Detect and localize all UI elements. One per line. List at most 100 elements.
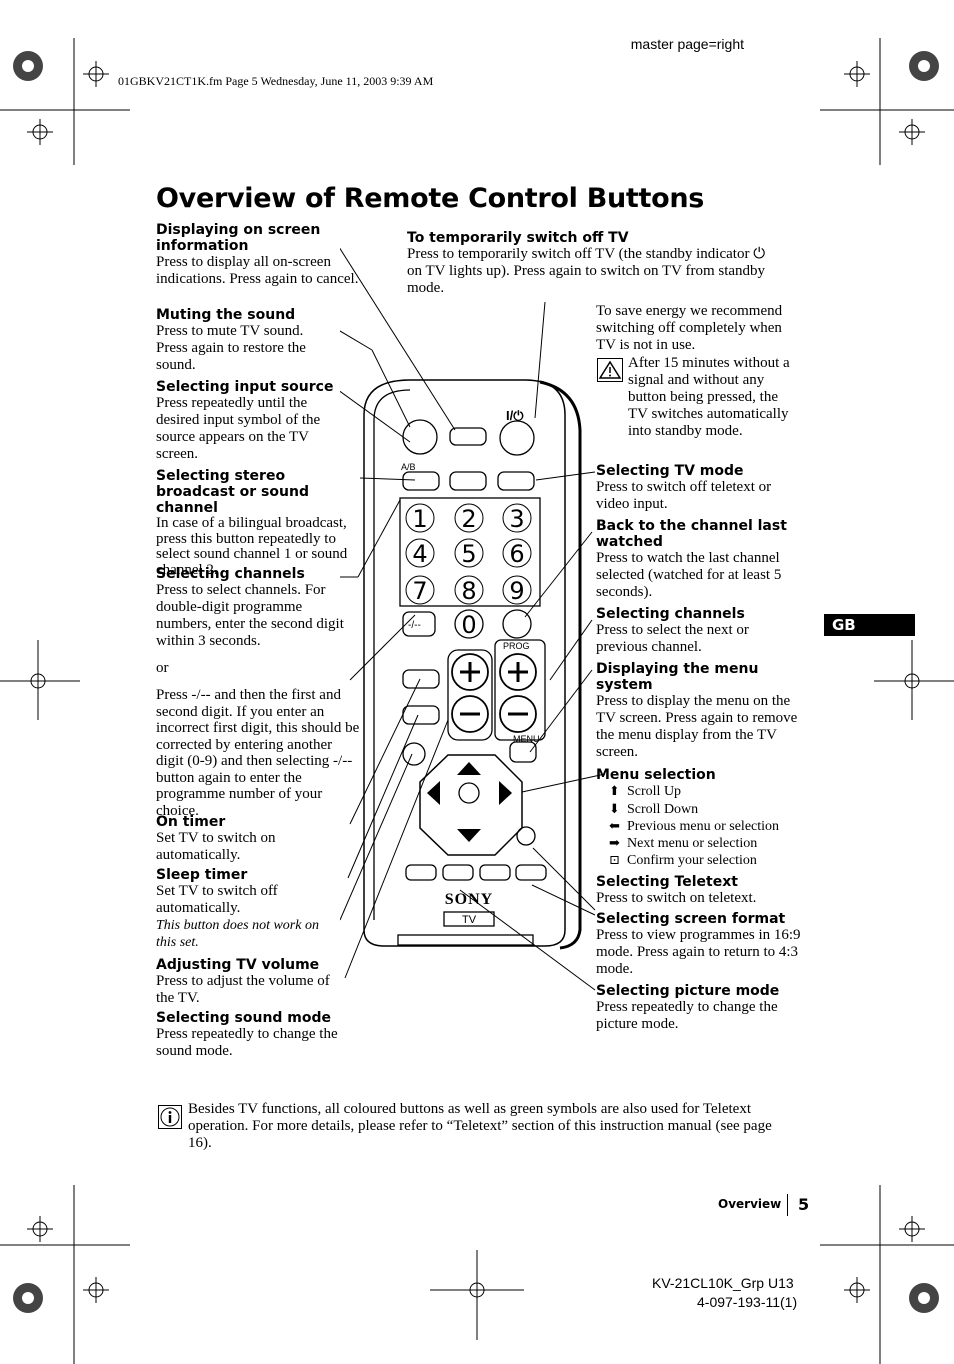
color-green-button: [442, 864, 474, 881]
section-title: On timer: [156, 814, 226, 830]
section-sleep: Sleep timer Set TV to switch off automat…: [156, 867, 341, 951]
section-title: Selecting Teletext: [596, 874, 738, 890]
section-body: Press to view programmes in 16:9 mode. P…: [596, 927, 801, 977]
menu-legend-confirm: ⊡Confirm your selection: [609, 852, 757, 868]
section-body: Press repeatedly until the desired input…: [156, 395, 321, 462]
digit-3: 3: [509, 505, 524, 533]
target-tl: [83, 61, 109, 87]
digit-7: 7: [412, 577, 427, 605]
standby-icon: ⏻: [753, 246, 766, 262]
digit-0: 0: [461, 611, 476, 639]
footer-model: KV-21CL10K_Grp U13: [652, 1275, 794, 1291]
ab-label: A/B: [401, 462, 416, 472]
nav-up-arrow: [457, 762, 481, 775]
section-body: Press repeatedly to change the picture m…: [596, 999, 778, 1032]
warning-triangle-icon: [597, 358, 623, 382]
page-number: 5: [798, 1195, 810, 1214]
menu-button: [509, 741, 537, 763]
dash-label: -/--: [408, 620, 421, 631]
section-body: Press to select the next or previous cha…: [596, 622, 749, 655]
footer-section-label: Overview: [718, 1197, 782, 1211]
nav-down-arrow: [457, 829, 481, 842]
nav-right-arrow: [499, 781, 512, 805]
section-title: To temporarily switch off TV: [407, 230, 629, 246]
section-title: Muting the sound: [156, 307, 296, 323]
brand-logo: SONY: [445, 891, 493, 908]
nav-left-arrow: [427, 781, 440, 805]
prog-label: PROG: [503, 641, 530, 651]
sleep-timer-button: [402, 705, 440, 725]
section-standby: To temporarily switch off TV Press to te…: [407, 230, 772, 297]
section-body: Press to temporarily switch off TV (the …: [407, 246, 766, 296]
digit-1: 1: [412, 505, 427, 533]
screen-format-small-button: [402, 742, 426, 766]
section-input: Selecting input source Press repeatedly …: [156, 379, 346, 463]
info-note: Besides TV functions, all coloured butto…: [188, 1101, 788, 1152]
section-title: Selecting screen format: [596, 911, 786, 927]
arrow-left-icon: ⬅: [609, 818, 620, 833]
display-info-button: [449, 427, 487, 446]
section-menu-display: Displaying the menu system Press to disp…: [596, 661, 801, 761]
digit-6: 6: [509, 540, 524, 568]
standby-symbol: I/⏻: [506, 408, 524, 423]
footer-code: 4-097-193-11(1): [697, 1294, 798, 1310]
section-warning: After 15 minutes without a signal and wi…: [628, 355, 798, 440]
remote-control-illustration: 1 2 3 4 5 6 7 8 9 0 A/B -/-- PROG MENU T…: [340, 247, 606, 991]
section-teletext: Selecting Teletext Press to switch on te…: [596, 874, 801, 907]
section-title: Adjusting TV volume: [156, 957, 320, 973]
section-body: Press to display all on-screen indicatio…: [156, 254, 359, 287]
color-red-button: [405, 864, 437, 881]
master-page-label: master page=right: [630, 36, 744, 52]
section-stereo: Selecting stereo broadcast or sound chan…: [156, 468, 361, 579]
warning-body: After 15 minutes without a signal and wi…: [628, 355, 790, 439]
digit-4: 4: [412, 540, 427, 568]
ab-button: [402, 471, 440, 491]
section-title: Selecting channels: [156, 566, 305, 582]
tv-label: TV: [462, 914, 477, 926]
section-body: Press to display the menu on the TV scre…: [596, 693, 798, 760]
menu-legend-up: ⬆Scroll Up: [609, 783, 682, 799]
dash-button: [402, 611, 436, 637]
section-title: Displaying the menu system: [596, 661, 759, 693]
section-sel-channels: Selecting channels Press to select the n…: [596, 606, 801, 656]
section-body2: Press -/-- and then the first and second…: [156, 687, 360, 819]
menu-legend-left: ⬅Previous menu or selection: [609, 818, 780, 834]
section-volume: Adjusting TV volume Press to adjust the …: [156, 957, 346, 1007]
section-title: Back to the channel last watched: [596, 518, 787, 550]
section-body: Press to select channels. For double-dig…: [156, 582, 344, 649]
language-tab: GB: [824, 614, 915, 636]
tv-mode-button: [497, 471, 535, 491]
color-blue-button: [515, 864, 547, 881]
section-tv-mode: Selecting TV mode Press to switch off te…: [596, 463, 806, 513]
section-body: Press to adjust the volume of the TV.: [156, 973, 330, 1006]
section-body: Set TV to switch on automatically.: [156, 830, 276, 863]
info-note-body: Besides TV functions, all coloured butto…: [188, 1101, 772, 1151]
digit-grid[interactable]: 1 2 3 4 5 6 7 8 9 0: [405, 503, 532, 639]
section-title: Selecting stereo broadcast or sound chan…: [156, 468, 309, 516]
arrow-right-icon: ➡: [609, 835, 620, 850]
section-title: Selecting sound mode: [156, 1010, 332, 1026]
section-title: Selecting channels: [596, 606, 745, 622]
info-i-icon: [158, 1105, 182, 1129]
digit-2: 2: [461, 505, 476, 533]
digit-9: 9: [509, 577, 524, 605]
section-body: To save energy we recommend switching of…: [596, 303, 783, 353]
section-title: Menu selection: [596, 767, 716, 783]
section-body: Press repeatedly to change the sound mod…: [156, 1026, 338, 1059]
section-on-timer: On timer Set TV to switch on automatical…: [156, 814, 336, 864]
section-last-channel: Back to the channel last watched Press t…: [596, 518, 801, 601]
section-screen-format: Selecting screen format Press to view pr…: [596, 911, 801, 978]
section-channels: Selecting channels Press to select chann…: [156, 566, 361, 819]
digit-5: 5: [461, 540, 476, 568]
section-or: or: [156, 660, 169, 676]
section-energy: To save energy we recommend switching of…: [596, 303, 801, 354]
menu-legend-right: ➡Next menu or selection: [609, 835, 758, 851]
on-timer-button: [402, 669, 440, 689]
section-title: Sleep timer: [156, 867, 248, 883]
teletext-button: [516, 826, 536, 846]
section-menu-selection: Menu selection: [596, 767, 801, 783]
digit-8: 8: [461, 577, 476, 605]
color-yellow-button: [479, 864, 511, 881]
footer-divider: [787, 1194, 788, 1216]
